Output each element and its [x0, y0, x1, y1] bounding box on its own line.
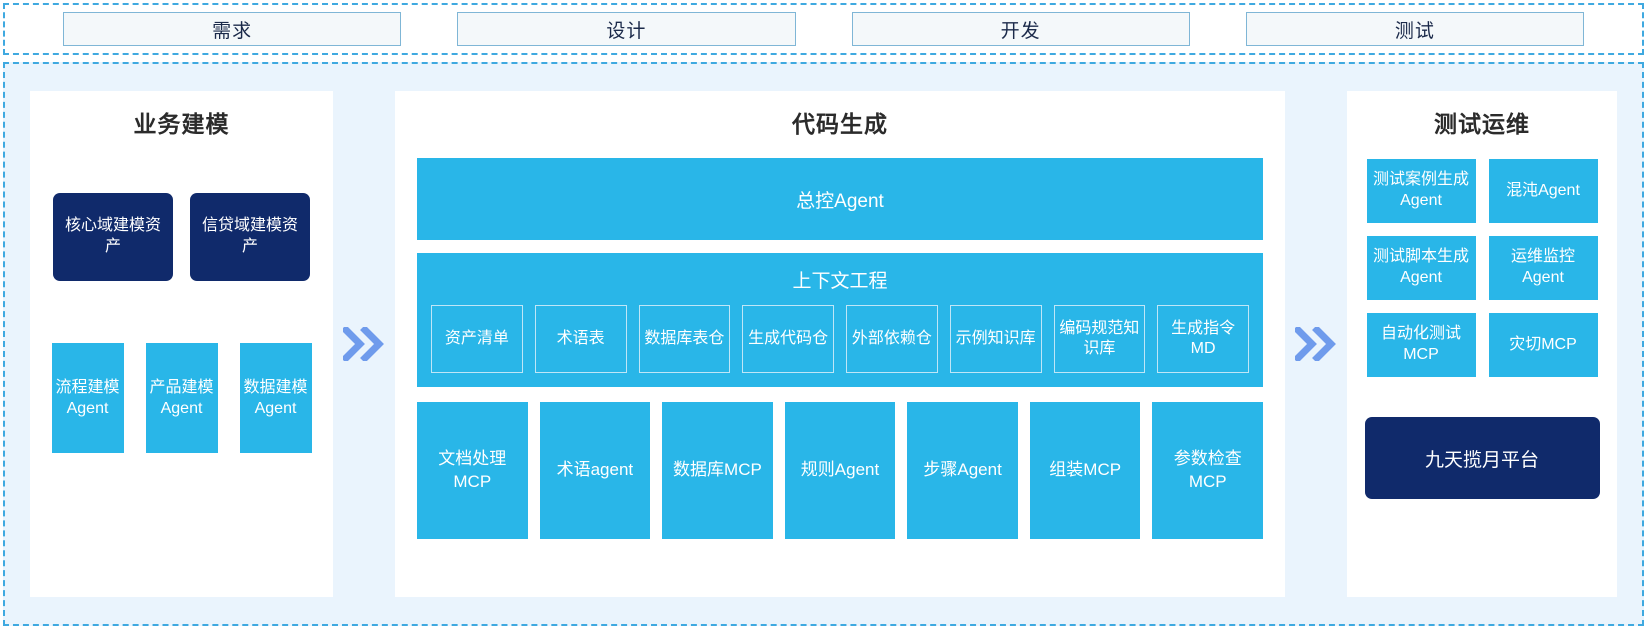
panel-business-modeling: 业务建模 核心域建模资产 信贷域建模资产 流程建模Agent 产品建模Agent…	[30, 91, 333, 597]
center-panel-title: 代码生成	[792, 111, 888, 137]
testops-disaster-recovery-mcp[interactable]: 灾切MCP	[1488, 313, 1598, 377]
ctx-asset-inventory[interactable]: 资产清单	[431, 305, 523, 373]
phase-design[interactable]: 设计	[457, 12, 796, 46]
agent-process-modeling[interactable]: 流程建模Agent	[51, 343, 124, 453]
ctx-generation-instruction-md[interactable]: 生成指令MD	[1157, 305, 1249, 373]
ctx-generated-code-repo[interactable]: 生成代码仓	[742, 305, 834, 373]
phase-strip: 需求 设计 开发 测试	[3, 3, 1644, 55]
double-chevron-right-icon	[1295, 327, 1336, 361]
tool-assembly-mcp[interactable]: 组装MCP	[1029, 402, 1141, 539]
left-panel-body: 核心域建模资产 信贷域建模资产 流程建模Agent 产品建模Agent 数据建模…	[30, 145, 333, 597]
tool-rule-agent[interactable]: 规则Agent	[784, 402, 896, 539]
business-agent-row: 流程建模Agent 产品建模Agent 数据建模Agent	[30, 343, 333, 453]
testops-operations-monitoring-agent[interactable]: 运维监控Agent	[1488, 236, 1598, 300]
agent-data-modeling[interactable]: 数据建模Agent	[239, 343, 312, 453]
phase-requirements[interactable]: 需求	[63, 12, 402, 46]
agent-product-modeling[interactable]: 产品建模Agent	[145, 343, 218, 453]
testops-chaos-agent[interactable]: 混沌Agent	[1488, 159, 1598, 223]
business-asset-row: 核心域建模资产 信贷域建模资产	[30, 193, 333, 281]
ctx-coding-standard-knowledge-base[interactable]: 编码规范知识库	[1053, 305, 1146, 373]
right-panel-body: 测试案例生成Agent 混沌Agent 测试脚本生成Agent 运维监控Agen…	[1347, 145, 1617, 597]
context-engineering-title: 上下文工程	[792, 271, 888, 292]
context-engineering-block: 上下文工程 资产清单 术语表 数据库表仓 生成代码仓 外部依赖仓 示例知识库 编…	[417, 253, 1263, 387]
tool-step-agent[interactable]: 步骤Agent	[907, 402, 1018, 539]
testops-automated-testing-mcp[interactable]: 自动化测试MCP	[1366, 313, 1476, 377]
double-chevron-right-icon	[343, 327, 384, 361]
center-panel-body: 总控Agent 上下文工程 资产清单 术语表 数据库表仓 生成代码仓 外部依赖仓…	[395, 145, 1285, 597]
right-panel-title: 测试运维	[1434, 111, 1530, 137]
ctx-example-knowledge-base[interactable]: 示例知识库	[949, 305, 1042, 373]
asset-core-domain[interactable]: 核心域建模资产	[53, 193, 173, 281]
testops-test-case-generation-agent[interactable]: 测试案例生成Agent	[1366, 159, 1476, 223]
tool-parameter-check-mcp[interactable]: 参数检查MCP	[1152, 402, 1264, 539]
main-area: 业务建模 核心域建模资产 信贷域建模资产 流程建模Agent 产品建模Agent…	[3, 62, 1644, 626]
platform-card[interactable]: 九天揽月平台	[1364, 417, 1600, 499]
ctx-glossary[interactable]: 术语表	[534, 305, 627, 373]
arrow-left-to-center	[333, 64, 395, 624]
tool-document-processing-mcp[interactable]: 文档处理MCP	[417, 402, 528, 539]
ctx-db-table-repo[interactable]: 数据库表仓	[638, 305, 731, 373]
ctx-external-dependency-repo[interactable]: 外部依赖仓	[846, 305, 938, 373]
arrow-center-to-right	[1285, 64, 1347, 624]
panel-code-generation: 代码生成 总控Agent 上下文工程 资产清单 术语表 数据库表仓 生成代码仓 …	[395, 91, 1285, 597]
phase-testing[interactable]: 测试	[1245, 12, 1584, 46]
test-ops-grid: 测试案例生成Agent 混沌Agent 测试脚本生成Agent 运维监控Agen…	[1361, 159, 1603, 377]
tool-row: 文档处理MCP 术语agent 数据库MCP 规则Agent 步骤Agent 组…	[417, 402, 1264, 539]
testops-test-script-generation-agent[interactable]: 测试脚本生成Agent	[1366, 236, 1476, 300]
left-panel-title: 业务建模	[133, 111, 230, 137]
panel-test-ops: 测试运维 测试案例生成Agent 混沌Agent 测试脚本生成Agent 运维监…	[1347, 91, 1617, 597]
context-engineering-row: 资产清单 术语表 数据库表仓 生成代码仓 外部依赖仓 示例知识库 编码规范知识库…	[431, 305, 1249, 373]
tool-glossary-agent[interactable]: 术语agent	[539, 402, 651, 539]
tool-database-mcp[interactable]: 数据库MCP	[662, 402, 773, 539]
phase-development[interactable]: 开发	[851, 12, 1190, 46]
master-agent-bar[interactable]: 总控Agent	[417, 158, 1263, 240]
asset-credit-domain[interactable]: 信贷域建模资产	[190, 193, 310, 281]
